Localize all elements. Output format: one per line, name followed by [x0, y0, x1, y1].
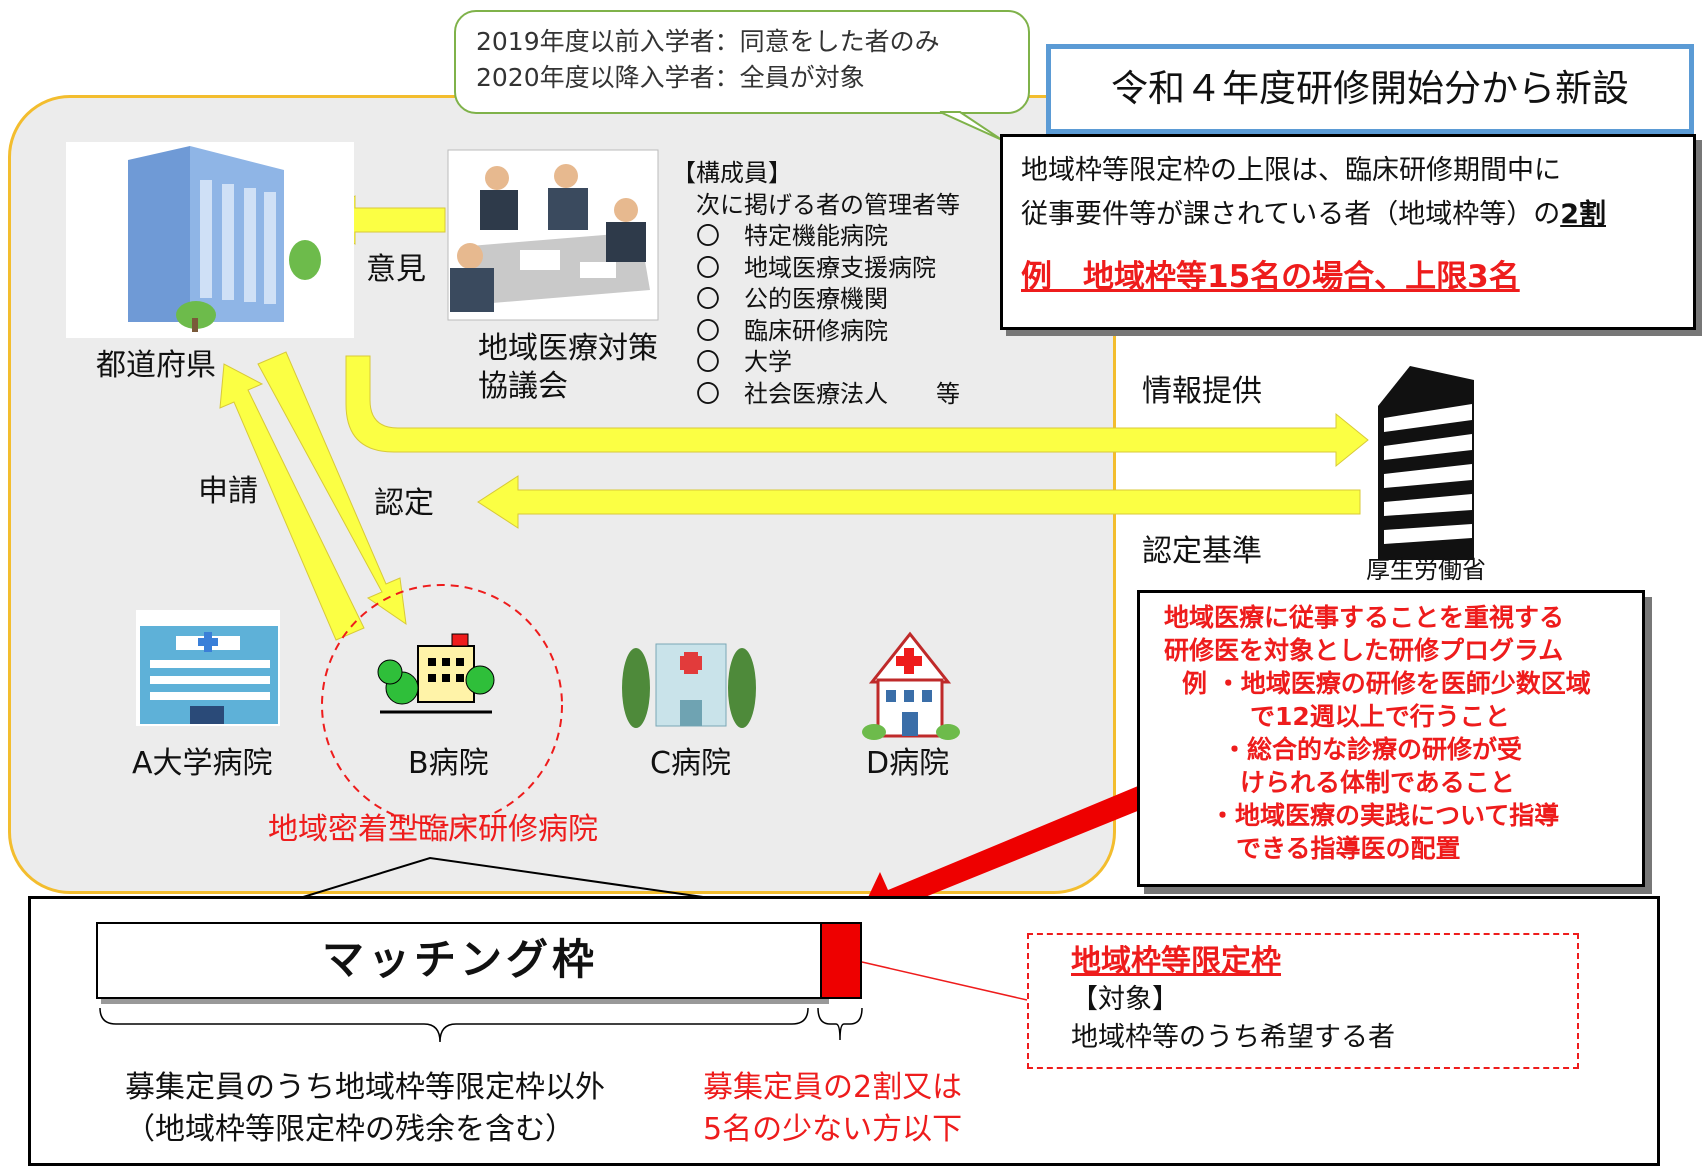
general-quota-caption: 募集定員のうち地域枠等限定枠以外 （地域枠等限定枠の残余を含む） — [125, 1067, 605, 1151]
members-item: 〇 地域医療支援病院 — [696, 253, 936, 282]
right-brace — [817, 1007, 863, 1041]
limit-quota-caption-line-1: 募集定員の2割又は — [703, 1070, 963, 1105]
certify-label: 認定 — [374, 486, 434, 521]
criteria-line: できる指導医の配置 — [1236, 834, 1461, 863]
members-item: 〇 特定機能病院 — [696, 222, 888, 250]
opinion-label: 意見 — [366, 252, 426, 287]
enrollment-callout: 2019年度以前入学者：同意をした者のみ 2020年度以降入学者：全員が対象 — [454, 10, 1030, 114]
prefecture-building-icon — [66, 142, 354, 338]
members-item: 〇 臨床研修病院 — [696, 316, 888, 345]
limit-quota-bar — [820, 922, 862, 999]
certify-arrow — [477, 475, 1361, 529]
limit-quota-target: 地域枠等のうち希望する者 — [1071, 1022, 1395, 1053]
prefecture-label: 都道府県 — [96, 348, 216, 383]
limit-note: 地域枠等限定枠の上限は、臨床研修期間中に 従事要件等が課されている者（地域枠等）… — [1000, 134, 1696, 330]
limit-note-example: 例 地域枠等15名の場合、上限3名 — [1021, 259, 1520, 295]
criteria-line: 例 ・地域医療の研修を医師少数区域 — [1182, 669, 1591, 698]
criteria-line: で12週以上で行うこと — [1250, 702, 1510, 731]
hospital-b-icon — [377, 633, 495, 714]
members-item: 〇 社会医療法人 等 — [696, 379, 960, 408]
criteria-label: 認定基準 — [1142, 534, 1262, 569]
criteria-line: ・総合的な診療の研修が受 — [1222, 735, 1523, 764]
limit-bar-connector — [861, 961, 1028, 1001]
limit-note-line-1: 地域枠等限定枠の上限は、臨床研修期間中に — [1021, 155, 1561, 186]
apply-arrow — [219, 363, 365, 641]
hospital-c-icon — [622, 643, 756, 728]
info-provision-label: 情報提供 — [1142, 374, 1262, 409]
certification-criteria: 地域医療に従事することを重視する 研修医を対象とした研修プログラム 例 ・地域医… — [1137, 590, 1645, 887]
general-quota-caption-line-1: 募集定員のうち地域枠等限定枠以外 — [125, 1070, 605, 1105]
limit-quota-title: 地域枠等限定枠 — [1071, 944, 1281, 979]
ministry-label: 厚生労働省 — [1366, 556, 1486, 584]
members-subtitle: 次に掲げる者の管理者等 — [696, 190, 960, 219]
callout-line-1: 2019年度以前入学者：同意をした者のみ — [476, 27, 940, 56]
limit-note-ratio: 2割 — [1560, 199, 1606, 230]
hospital-a-label: A大学病院 — [132, 746, 273, 781]
council-meeting-icon — [447, 149, 659, 321]
criteria-line: けられる体制であること — [1240, 768, 1515, 797]
hospital-a-icon — [136, 610, 280, 726]
callout-line-2: 2020年度以降入学者：全員が対象 — [476, 63, 865, 92]
council-label: 地域医療対策 協議会 — [478, 330, 658, 406]
criteria-line: ・地域医療の実践について指導 — [1210, 801, 1560, 830]
hospital-c-label: C病院 — [650, 746, 731, 781]
community-hospital-caption: 地域密着型臨床研修病院 — [268, 812, 598, 847]
criteria-line: 地域医療に従事することを重視する — [1164, 603, 1565, 632]
certify-down-arrow — [257, 351, 407, 626]
general-quota-caption-line-2: （地域枠等限定枠の残余を含む） — [125, 1112, 575, 1147]
apply-label: 申請 — [198, 474, 258, 509]
council-label-line-2: 協議会 — [478, 369, 568, 404]
info-arrow — [345, 355, 1369, 468]
members-item: 〇 大学 — [696, 348, 792, 376]
criteria-to-limit-arrow — [862, 786, 1150, 926]
left-brace — [99, 1007, 809, 1043]
council-members: 【構成員】 次に掲げる者の管理者等 〇 特定機能病院 〇 地域医療支援病院 〇 … — [672, 158, 960, 410]
community-hospital-circle — [321, 584, 563, 826]
hospital-d-label: D病院 — [866, 746, 950, 781]
caption-connector — [299, 856, 711, 899]
members-title: 【構成員】 — [672, 159, 792, 187]
council-label-line-1: 地域医療対策 — [478, 331, 658, 366]
members-item: 〇 公的医療機関 — [696, 285, 888, 313]
limit-quota-target-head: 【対象】 — [1071, 984, 1179, 1015]
new-system-title: 令和４年度研修開始分から新設 — [1046, 44, 1694, 134]
criteria-line: 研修医を対象とした研修プログラム — [1164, 636, 1564, 665]
ministry-building-icon — [1378, 366, 1474, 560]
hospital-d-icon — [862, 631, 960, 740]
limit-quota-info: 地域枠等限定枠 【対象】 地域枠等のうち希望する者 — [1027, 933, 1579, 1069]
limit-quota-caption: 募集定員の2割又は 5名の少ない方以下 — [703, 1067, 962, 1151]
limit-quota-caption-line-2: 5名の少ない方以下 — [703, 1112, 963, 1147]
limit-note-line-2: 従事要件等が課されている者（地域枠等）の — [1021, 199, 1561, 230]
hospital-b-label: B病院 — [408, 746, 489, 781]
